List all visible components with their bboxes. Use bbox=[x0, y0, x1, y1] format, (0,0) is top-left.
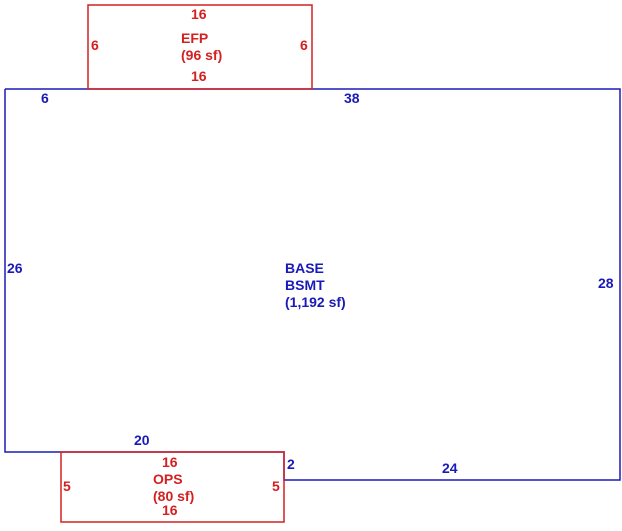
efp-dim-top: 16 bbox=[191, 6, 207, 22]
base-dim-step: 2 bbox=[287, 456, 295, 472]
ops-area-label: (80 sf) bbox=[153, 488, 194, 504]
base-dim-top-left: 6 bbox=[41, 90, 49, 106]
efp-area-label: (96 sf) bbox=[181, 47, 222, 63]
base-name-label: BASE bbox=[285, 260, 324, 276]
base-area-label: (1,192 sf) bbox=[285, 294, 346, 310]
base-dim-top-right: 38 bbox=[344, 90, 360, 106]
base-dim-bottom-right: 24 bbox=[442, 460, 458, 476]
efp-name-label: EFP bbox=[181, 30, 208, 46]
ops-dim-right: 5 bbox=[272, 478, 280, 494]
efp-dim-bottom: 16 bbox=[191, 68, 207, 84]
base-dim-bottom-left: 20 bbox=[134, 432, 150, 448]
efp-dim-right: 6 bbox=[300, 37, 308, 53]
base-subname-label: BSMT bbox=[285, 277, 325, 293]
ops-dim-left: 5 bbox=[63, 478, 71, 494]
efp-outline bbox=[87, 4, 313, 90]
ops-dim-top: 16 bbox=[162, 454, 178, 470]
base-dim-right: 28 bbox=[598, 275, 614, 291]
efp-dim-left: 6 bbox=[91, 37, 99, 53]
ops-dim-bottom: 16 bbox=[162, 502, 178, 518]
base-dim-left: 26 bbox=[7, 260, 23, 276]
ops-outline bbox=[60, 451, 285, 523]
ops-name-label: OPS bbox=[153, 471, 183, 487]
